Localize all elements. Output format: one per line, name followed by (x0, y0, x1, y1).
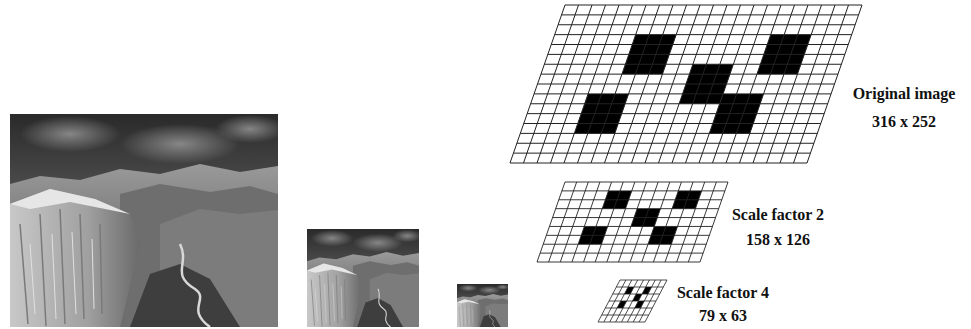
grid-line (555, 34, 852, 35)
grid-line (531, 103, 828, 104)
image-size: 158 x 126 (746, 231, 810, 249)
grid-line (544, 64, 841, 65)
grid-line (524, 123, 821, 124)
grid-line (540, 253, 703, 254)
grid-ground (537, 182, 728, 262)
scale-title: Scale factor 2 (732, 206, 824, 224)
grid-line (700, 182, 728, 262)
grid-line (517, 143, 814, 144)
grid-line (677, 182, 705, 262)
grid-line (560, 182, 588, 262)
grid-ground (598, 280, 667, 322)
grid-line (565, 5, 862, 6)
grid-line (537, 182, 565, 262)
grid-line (543, 244, 706, 245)
landscape-quarter (457, 284, 509, 327)
grid-line (565, 182, 728, 183)
grid-line (620, 280, 667, 281)
grid-line (549, 226, 712, 227)
pixel-grid (537, 182, 728, 262)
grid-line (534, 93, 831, 94)
grid-line (605, 308, 652, 309)
grid-line (527, 113, 824, 114)
grid-line (665, 182, 693, 262)
grid-line (572, 182, 600, 262)
pixel-grid (510, 5, 862, 163)
grid-line (520, 133, 817, 134)
grid-line (548, 54, 845, 55)
grid-line (584, 182, 612, 262)
grid-line (559, 199, 722, 200)
grid-line (642, 182, 670, 262)
grid-line (609, 301, 656, 302)
grid-line (595, 182, 623, 262)
pixel-grid (598, 280, 667, 322)
grid-line (630, 182, 658, 262)
grid-line (556, 208, 719, 209)
grid-line (607, 182, 635, 262)
grid-line (653, 182, 681, 262)
grid-line (602, 315, 649, 316)
grid-line (619, 182, 647, 262)
grid-line (616, 287, 663, 288)
grid-line (546, 235, 709, 236)
grid-line (613, 294, 660, 295)
grid-line (513, 153, 810, 154)
grid-line (562, 14, 859, 15)
grid-line (510, 163, 807, 164)
scale-title: Scale factor 4 (677, 284, 769, 302)
landscape-original (10, 114, 285, 327)
grid-line (538, 84, 835, 85)
landscape-half (307, 229, 422, 327)
pixel-grids (510, 5, 862, 322)
grid-line (558, 24, 855, 25)
grid-line (598, 322, 645, 323)
image-size: 79 x 63 (699, 307, 747, 325)
grid-line (562, 190, 725, 191)
scale-title: Original image (853, 85, 956, 103)
grid-line (549, 182, 577, 262)
grid-line (537, 262, 700, 263)
grid-line (551, 44, 848, 45)
grid-line (541, 74, 838, 75)
grid-line (553, 217, 716, 218)
grid-line (688, 182, 716, 262)
grid-ground (510, 5, 862, 163)
image-size: 316 x 252 (872, 113, 936, 131)
